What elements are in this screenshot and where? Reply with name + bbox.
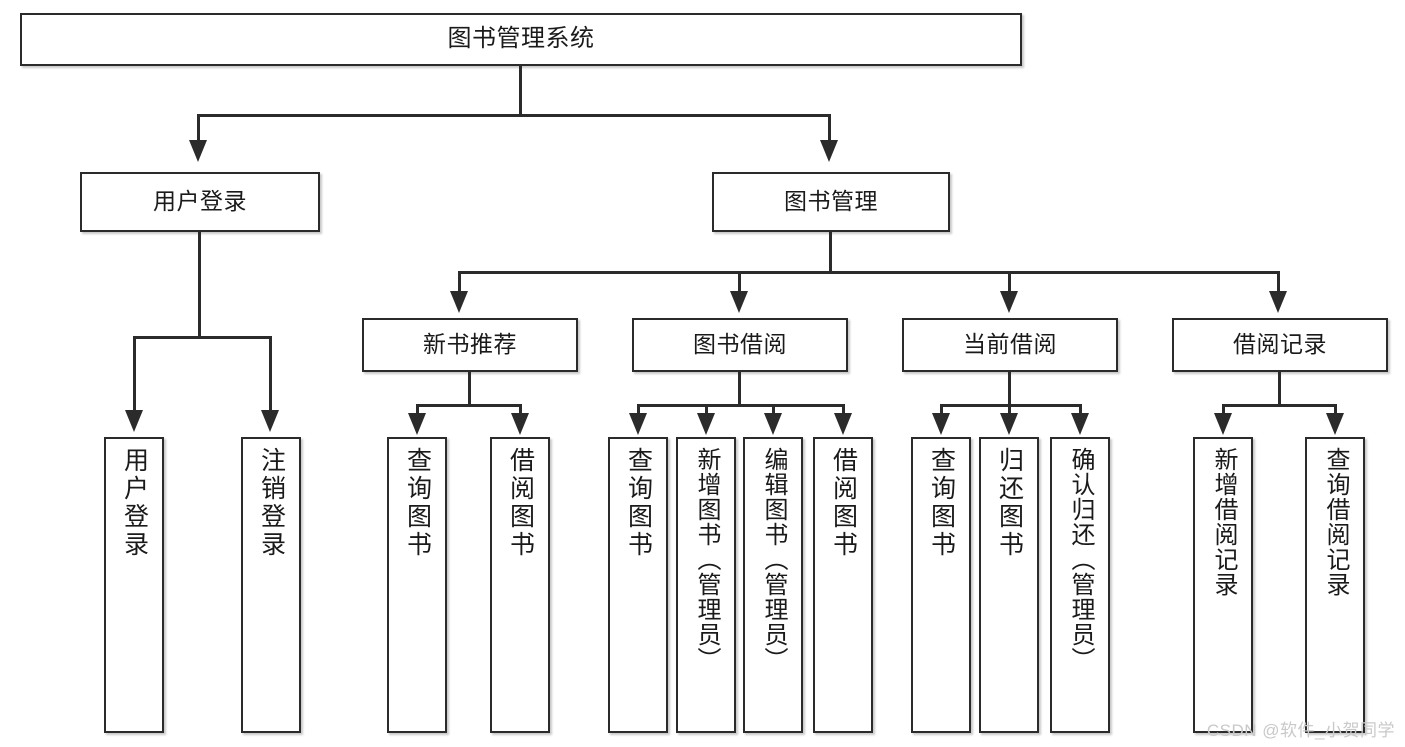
node-new-book-recommend[interactable]: 新书推荐: [362, 318, 578, 372]
arrow-to-current-borrow: [1000, 291, 1018, 313]
leaf-add-book-admin[interactable]: 新增图书（管理员）: [676, 437, 736, 733]
leaf-return-book[interactable]: 归还图书: [979, 437, 1039, 733]
arrow-to-leaf-borrow-book-2: [834, 413, 852, 435]
node-label: 新增图书（管理员）: [693, 447, 720, 672]
leaf-borrow-book-recommend[interactable]: 借阅图书: [490, 437, 550, 733]
node-label: 用户登录: [120, 447, 149, 559]
arrow-to-new-book-rec: [450, 291, 468, 313]
arrow-to-leaf-borrow-book-1: [511, 413, 529, 435]
leaf-query-book-borrow[interactable]: 查询图书: [608, 437, 668, 733]
node-label: 查询图书: [927, 447, 956, 559]
arrow-to-leaf-logout: [261, 410, 279, 432]
arrow-to-book-borrow: [730, 291, 748, 313]
node-label: 借阅记录: [1233, 331, 1327, 358]
connector-current-borrow-stem: [1008, 372, 1011, 406]
connector-current-borrow-drop-1: [940, 404, 943, 416]
connector-user-login-stem: [198, 232, 201, 338]
leaf-edit-book-admin[interactable]: 编辑图书（管理员）: [743, 437, 803, 733]
connector-book-manage-stem: [829, 232, 832, 274]
arrow-to-leaf-query-book-3: [932, 413, 950, 435]
connector-current-borrow-drop-2: [1008, 404, 1011, 416]
node-label: 编辑图书（管理员）: [760, 447, 787, 672]
connector-new-book-rec-bus: [416, 404, 522, 407]
connector-book-manage-drop-2: [738, 271, 741, 293]
leaf-confirm-return-admin[interactable]: 确认归还（管理员）: [1050, 437, 1110, 733]
node-book-management[interactable]: 图书管理: [712, 172, 950, 232]
node-label: 新书推荐: [423, 331, 517, 358]
arrow-to-borrow-record: [1269, 291, 1287, 313]
connector-book-manage-drop-4: [1277, 271, 1280, 293]
connector-borrow-record-drop-2: [1334, 404, 1337, 416]
node-label: 借阅图书: [506, 447, 535, 559]
connector-book-borrow-stem: [738, 372, 741, 406]
connector-root-drop-2: [828, 114, 831, 142]
connector-book-manage-drop-3: [1008, 271, 1011, 293]
connector-borrow-record-drop-1: [1222, 404, 1225, 416]
node-label: 新增借阅记录: [1210, 447, 1237, 597]
connector-current-borrow-bus: [940, 404, 1082, 407]
arrow-to-leaf-return-book: [1000, 413, 1018, 435]
connector-borrow-record-bus: [1222, 404, 1337, 407]
node-label: 查询图书: [403, 447, 432, 559]
arrow-to-book-manage: [820, 140, 838, 162]
node-label: 图书借阅: [693, 331, 787, 358]
arrow-to-leaf-edit-book: [764, 413, 782, 435]
leaf-borrow-book[interactable]: 借阅图书: [813, 437, 873, 733]
leaf-logout[interactable]: 注销登录: [241, 437, 301, 733]
connector-root-stem: [519, 66, 522, 115]
connector-current-borrow-drop-3: [1079, 404, 1082, 416]
node-user-login[interactable]: 用户登录: [80, 172, 320, 232]
node-label: 注销登录: [257, 447, 286, 559]
arrow-to-user-login: [189, 140, 207, 162]
connector-book-borrow-drop-4: [842, 404, 845, 416]
arrow-to-leaf-user-login: [125, 410, 143, 432]
node-label: 图书管理: [784, 188, 878, 215]
connector-book-manage-drop-1: [458, 271, 461, 293]
node-root-system[interactable]: 图书管理系统: [20, 13, 1022, 66]
node-label: 借阅图书: [829, 447, 858, 559]
node-label: 确认归还（管理员）: [1067, 447, 1094, 672]
node-label: 图书管理系统: [447, 25, 595, 53]
node-label: 归还图书: [995, 447, 1024, 559]
connector-borrow-record-stem: [1278, 372, 1281, 406]
node-label: 查询图书: [624, 447, 653, 559]
node-current-borrow[interactable]: 当前借阅: [902, 318, 1118, 372]
connector-root-bus: [197, 114, 831, 117]
node-borrow-record[interactable]: 借阅记录: [1172, 318, 1388, 372]
arrow-to-leaf-add-book: [697, 413, 715, 435]
leaf-add-borrow-record[interactable]: 新增借阅记录: [1193, 437, 1253, 733]
connector-book-borrow-drop-1: [637, 404, 640, 416]
leaf-query-book-recommend[interactable]: 查询图书: [387, 437, 447, 733]
node-label: 查询借阅记录: [1322, 447, 1349, 597]
connector-root-drop-1: [197, 114, 200, 142]
connector-book-borrow-drop-2: [705, 404, 708, 416]
connector-book-borrow-drop-3: [772, 404, 775, 416]
connector-book-manage-bus: [458, 271, 1280, 274]
arrow-to-leaf-query-book-1: [408, 413, 426, 435]
connector-new-book-rec-drop-2: [519, 404, 522, 416]
connector-book-borrow-bus: [637, 404, 845, 407]
arrow-to-leaf-confirm-return: [1071, 413, 1089, 435]
node-label: 当前借阅: [963, 331, 1057, 358]
connector-new-book-rec-drop-1: [416, 404, 419, 416]
leaf-query-book-current[interactable]: 查询图书: [911, 437, 971, 733]
arrow-to-leaf-query-record: [1326, 413, 1344, 435]
arrow-to-leaf-add-record: [1214, 413, 1232, 435]
connector-user-login-bus: [133, 336, 271, 339]
node-book-borrow[interactable]: 图书借阅: [632, 318, 848, 372]
leaf-user-login[interactable]: 用户登录: [104, 437, 164, 733]
connector-user-login-drop-1: [133, 336, 136, 412]
connector-new-book-rec-stem: [468, 372, 471, 406]
node-label: 用户登录: [153, 188, 247, 215]
connector-user-login-drop-2: [269, 336, 272, 412]
arrow-to-leaf-query-book-2: [629, 413, 647, 435]
leaf-query-borrow-record[interactable]: 查询借阅记录: [1305, 437, 1365, 733]
